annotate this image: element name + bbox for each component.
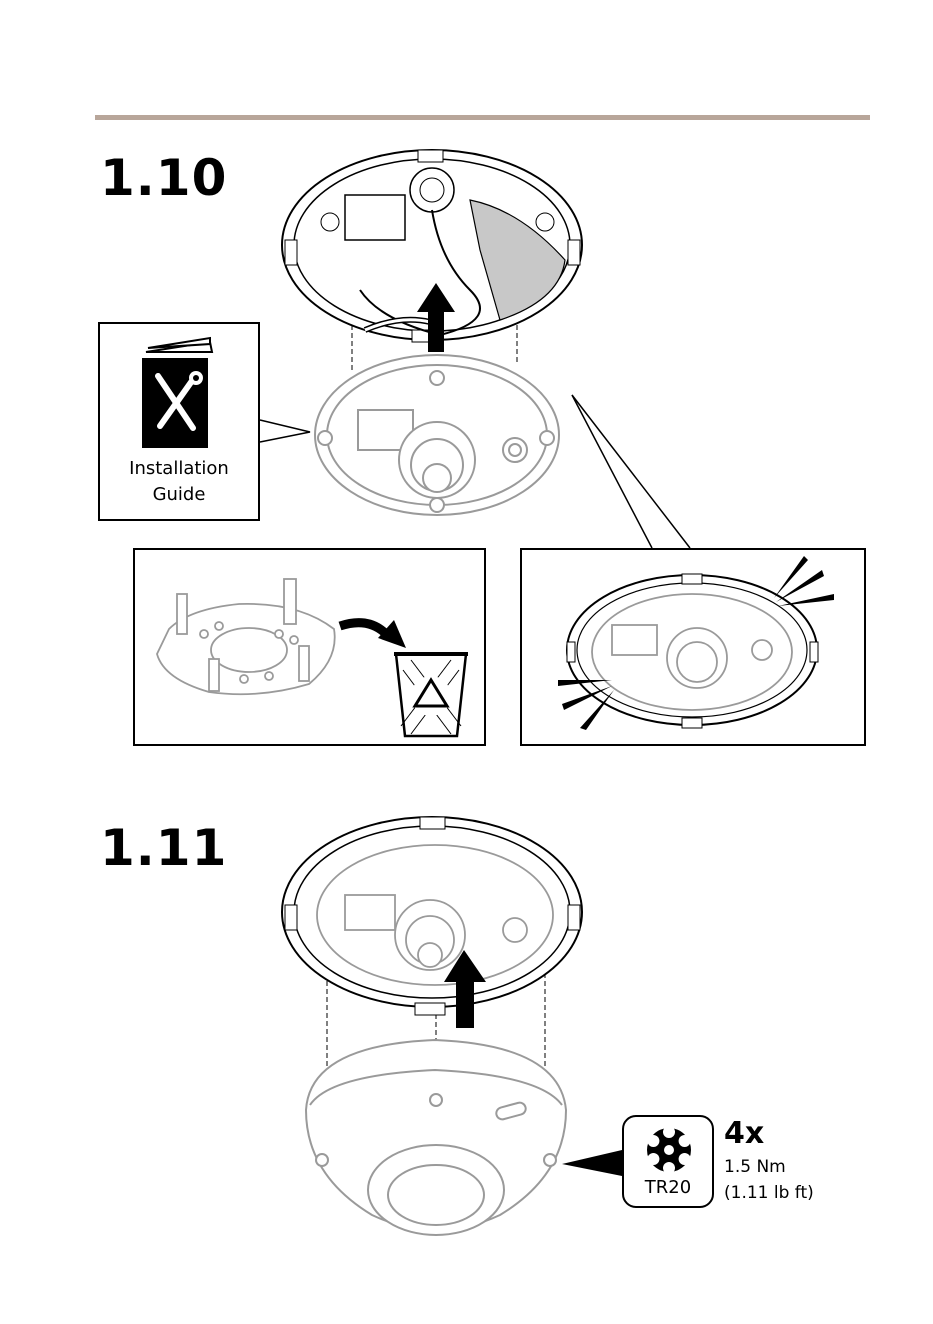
screw-count: 4x (724, 1116, 764, 1151)
torque-value-imperial: (1.11 lb ft) (724, 1183, 814, 1203)
torx-bit-icon (644, 1125, 694, 1175)
torx-bit-box: TR20 (622, 1115, 714, 1208)
torque-value-metric: 1.5 Nm (724, 1157, 786, 1177)
torx-bit-label: TR20 (624, 1177, 712, 1198)
